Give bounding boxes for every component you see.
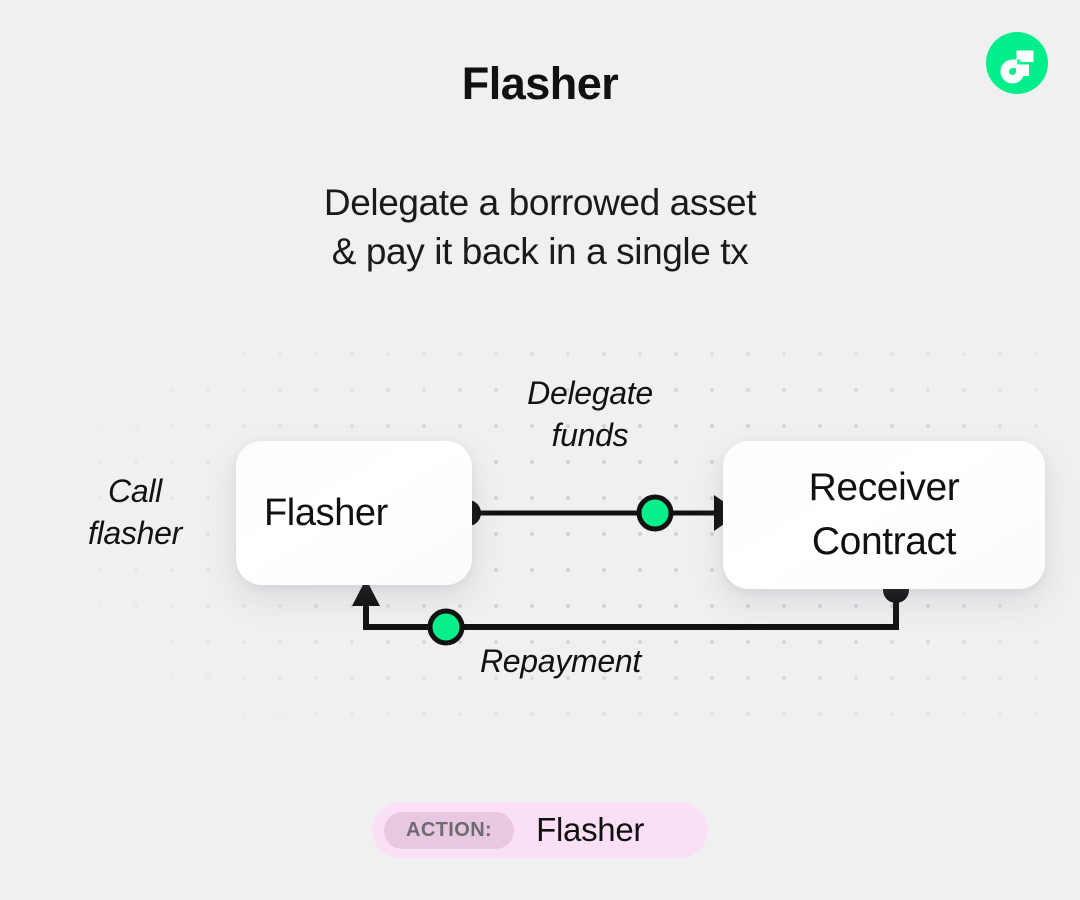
- action-chip-label: ACTION:: [384, 811, 515, 849]
- node-receiver-contract[interactable]: Receiver Contract: [723, 441, 1045, 589]
- node-receiver-label: Receiver Contract: [809, 461, 960, 569]
- edge-label-delegate-funds: Delegate funds: [527, 375, 653, 453]
- node-receiver-label-line-1: Receiver: [808, 466, 960, 509]
- node-flasher-label: Flasher: [264, 491, 388, 534]
- page-subtitle: Delegate a borrowed asset & pay it back …: [0, 178, 1080, 276]
- node-receiver-label-line-2: Contract: [811, 520, 957, 563]
- subtitle-line-2: & pay it back in a single tx: [331, 231, 749, 272]
- edge-label-call-flasher: Call flasher: [88, 473, 182, 551]
- node-flasher[interactable]: Flasher: [236, 441, 472, 585]
- subtitle-line-1: Delegate a borrowed asset: [323, 182, 757, 223]
- edge-label-repayment: Repayment: [480, 643, 641, 679]
- action-badge[interactable]: ACTION: Flasher: [372, 802, 708, 858]
- flow-logo-icon: [986, 32, 1048, 94]
- page-title: Flasher: [461, 58, 619, 109]
- action-value: Flasher: [536, 811, 645, 848]
